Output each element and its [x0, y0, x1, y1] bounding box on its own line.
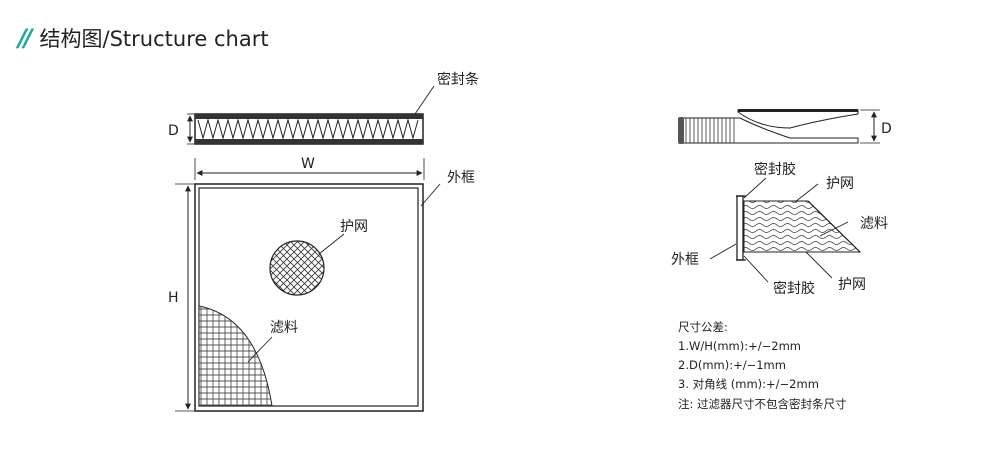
mesh-bottom-label: 护网 — [838, 277, 866, 293]
seal-strip-callout: 密封条 — [414, 71, 479, 115]
detail-view — [736, 195, 862, 261]
accent-slashes-icon: // — [18, 24, 32, 52]
section-depth-label: D — [881, 121, 892, 137]
sealant-top-label: 密封胶 — [754, 161, 796, 178]
mesh-circle: 护网 — [269, 219, 368, 296]
width-dimension: W — [194, 156, 425, 180]
height-dimension: H — [168, 183, 195, 412]
filter-media-label: 滤料 — [270, 320, 298, 336]
tolerance-line-3: 3. 对角线 (mm):+/−2mm — [678, 377, 819, 391]
section-depth-dimension: D — [860, 109, 892, 144]
section-view — [678, 109, 859, 144]
detail-callouts: 密封胶 护网 滤料 外框 密封胶 护网 — [671, 161, 888, 297]
tolerance-line-1: 1.W/H(mm):+/−2mm — [678, 339, 801, 353]
outer-frame — [194, 183, 424, 412]
tolerance-note: 注: 过滤器尺寸不包含密封条尺寸 — [678, 397, 847, 411]
page-title: 结构图/Structure chart — [39, 27, 269, 51]
section-outer-frame-label: 外框 — [671, 252, 699, 268]
section-filter-media-label: 滤料 — [860, 216, 888, 232]
mesh-label: 护网 — [340, 219, 368, 235]
width-label: W — [301, 156, 315, 172]
side-view-strip — [194, 113, 424, 145]
height-label: H — [168, 290, 179, 306]
mesh-top-label: 护网 — [826, 176, 854, 192]
outer-frame-label: 外框 — [447, 170, 475, 186]
filter-media-callout: 滤料 — [247, 320, 298, 363]
tolerance-notes: 尺寸公差: 1.W/H(mm):+/−2mm 2.D(mm):+/−1mm 3.… — [678, 320, 847, 411]
tolerance-heading: 尺寸公差: — [678, 320, 728, 334]
page-header: // 结构图/Structure chart — [18, 22, 269, 54]
outer-frame-callout: 外框 — [420, 170, 475, 207]
pleat-zigzag — [197, 118, 419, 140]
seal-strip-label: 密封条 — [437, 71, 479, 88]
depth-dimension: D — [168, 113, 195, 145]
filter-media-cutaway — [199, 305, 273, 406]
depth-label: D — [168, 123, 179, 139]
sealant-bottom-label: 密封胶 — [773, 280, 815, 297]
tolerance-line-2: 2.D(mm):+/−1mm — [678, 358, 786, 372]
